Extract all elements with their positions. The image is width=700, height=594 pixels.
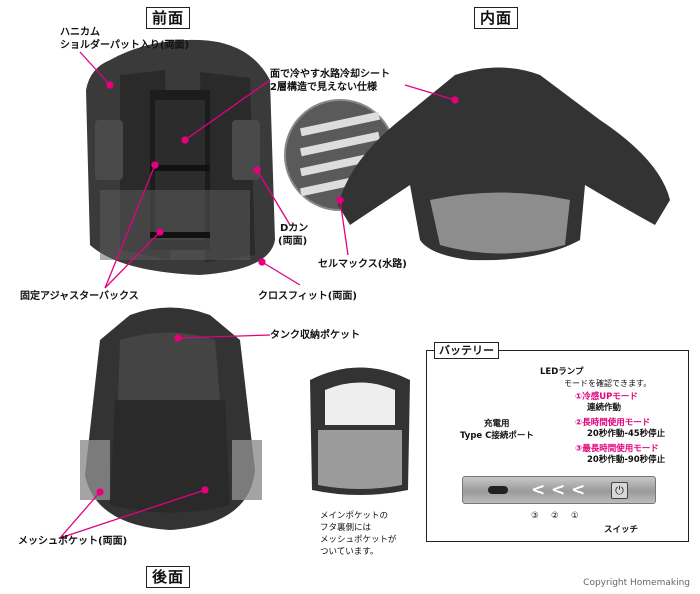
- mode-3-desc: 20秒作動-90秒停止: [587, 455, 666, 465]
- mode-1-desc: 連続作動: [587, 403, 622, 413]
- cooling-sheet-label-2: 2層構造で見えない仕様: [270, 82, 377, 93]
- front-title: 前面: [146, 7, 191, 29]
- note-line-3: メッシュポケットが: [320, 535, 397, 545]
- dkan-label-1: Dカン: [280, 223, 309, 234]
- type-c-port: [488, 486, 508, 494]
- tank-pocket-label: タンク収納ポケット: [270, 330, 360, 341]
- led-label: LEDランプ: [540, 367, 584, 377]
- led-1-icon: <: [571, 480, 586, 500]
- note-line-4: ついています。: [320, 547, 379, 557]
- battery-device: < < < ⏻: [462, 476, 656, 504]
- copyright: Copyright Homemaking: [583, 578, 690, 588]
- battery-panel: [426, 350, 689, 542]
- inner-backpack-image: [338, 67, 670, 261]
- port-label-2: Type C接続ポート: [460, 431, 534, 441]
- mode-2-desc: 20秒作動-45秒停止: [587, 429, 666, 439]
- mode-3-name: ③最長時間使用モード: [575, 444, 659, 454]
- dkan-label-2: (両面): [278, 236, 308, 247]
- led-number-2: ②: [551, 511, 559, 521]
- honeycomb-label-1: ハニカム: [60, 27, 100, 38]
- led-number-3: ③: [531, 511, 539, 521]
- led-3-icon: <: [531, 480, 546, 500]
- adjuster-label: 固定アジャスターバックス: [20, 291, 139, 302]
- power-switch-icon[interactable]: ⏻: [611, 482, 628, 499]
- led-2-icon: <: [551, 480, 566, 500]
- honeycomb-label-2: ショルダーパット入り(両面): [60, 40, 190, 51]
- back-backpack-image: [80, 307, 262, 530]
- note-line-2: フタ裏側には: [320, 523, 372, 533]
- mesh-pocket-label: メッシュポケット(両面): [18, 536, 128, 547]
- cooling-sheet-label-1: 面で冷やす水路冷却シート: [270, 69, 390, 80]
- leader-lines: [59, 51, 459, 539]
- mode-1-name: ①冷感UPモード: [575, 392, 638, 402]
- led-number-1: ①: [571, 511, 579, 521]
- inner-title: 内面: [474, 7, 519, 29]
- switch-label: スイッチ: [604, 525, 639, 535]
- crossfit-label: クロスフィット(両面): [258, 291, 357, 302]
- selmax-label: セルマックス(水路): [318, 259, 407, 270]
- mode-2-name: ②長時間使用モード: [575, 418, 651, 428]
- front-backpack-image: [86, 39, 275, 276]
- mode-check-text: モードを確認できます。: [564, 379, 652, 388]
- lid-mesh-image: [310, 367, 410, 495]
- back-title: 後面: [146, 566, 191, 588]
- port-label-1: 充電用: [484, 419, 510, 429]
- battery-title: バッテリー: [434, 342, 499, 359]
- note-line-1: メインポケットの: [320, 511, 389, 521]
